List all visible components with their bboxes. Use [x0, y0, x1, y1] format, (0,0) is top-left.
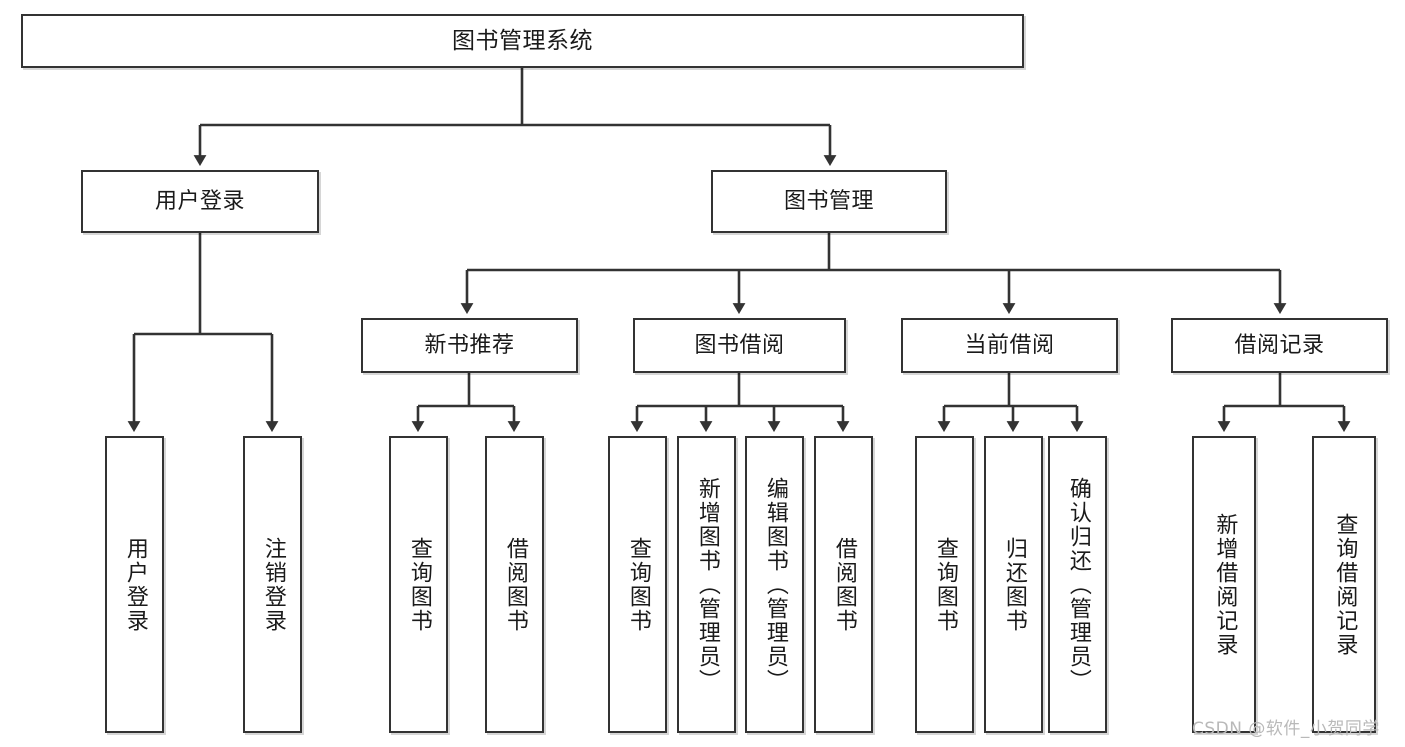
node-root-label: 图书管理系统: [452, 27, 593, 54]
leaf-add-borrow-record[interactable]: 新增借阅记录: [1192, 436, 1256, 733]
node-root[interactable]: 图书管理系统: [21, 14, 1024, 68]
leaf-user-login[interactable]: 用户登录: [105, 436, 164, 733]
leaf-confirm-return-admin[interactable]: 确认归还（管理员）: [1048, 436, 1107, 733]
leaf-logout[interactable]: 注销登录: [243, 436, 302, 733]
node-book-management-label: 图书管理: [783, 188, 874, 214]
node-user-login-label: 用户登录: [154, 188, 245, 214]
node-current-borrow[interactable]: 当前借阅: [901, 318, 1118, 373]
node-new-book-recommend-label: 新书推荐: [424, 332, 515, 358]
node-borrow-record-label: 借阅记录: [1234, 332, 1325, 358]
node-new-book-recommend[interactable]: 新书推荐: [361, 318, 578, 373]
node-current-borrow-label: 当前借阅: [964, 332, 1055, 358]
node-user-login[interactable]: 用户登录: [81, 170, 319, 233]
node-book-borrow-label: 图书借阅: [694, 332, 785, 358]
leaf-logout-label: 注销登录: [260, 536, 286, 633]
leaf-borrow-book-recommend-label: 借阅图书: [502, 536, 528, 633]
leaf-query-borrow-record-label: 查询借阅记录: [1332, 512, 1358, 657]
leaf-query-book-borrow[interactable]: 查询图书: [608, 436, 667, 733]
leaf-return-book[interactable]: 归还图书: [984, 436, 1043, 733]
node-borrow-record[interactable]: 借阅记录: [1171, 318, 1388, 373]
leaf-return-book-label: 归还图书: [1001, 536, 1027, 633]
node-book-management[interactable]: 图书管理: [711, 170, 947, 233]
leaf-add-book-admin-label: 新增图书（管理员）: [694, 476, 720, 693]
leaf-query-book-borrow-label: 查询图书: [625, 536, 651, 633]
leaf-borrow-book[interactable]: 借阅图书: [814, 436, 873, 733]
leaf-edit-book-admin[interactable]: 编辑图书（管理员）: [745, 436, 804, 733]
leaf-add-book-admin[interactable]: 新增图书（管理员）: [677, 436, 736, 733]
leaf-confirm-return-admin-label: 确认归还（管理员）: [1065, 476, 1091, 693]
leaf-borrow-book-label: 借阅图书: [831, 536, 857, 633]
leaf-query-book-recommend[interactable]: 查询图书: [389, 436, 448, 733]
leaf-query-borrow-record[interactable]: 查询借阅记录: [1312, 436, 1376, 733]
leaf-add-borrow-record-label: 新增借阅记录: [1212, 512, 1238, 657]
leaf-user-login-label: 用户登录: [122, 536, 148, 633]
leaf-edit-book-admin-label: 编辑图书（管理员）: [762, 476, 788, 693]
leaf-query-book-recommend-label: 查询图书: [406, 536, 432, 633]
node-book-borrow[interactable]: 图书借阅: [633, 318, 846, 373]
leaf-borrow-book-recommend[interactable]: 借阅图书: [485, 436, 544, 733]
leaf-query-book-current-label: 查询图书: [932, 536, 958, 633]
leaf-query-book-current[interactable]: 查询图书: [915, 436, 974, 733]
watermark: CSDN @软件_小贺同学: [1192, 719, 1380, 739]
